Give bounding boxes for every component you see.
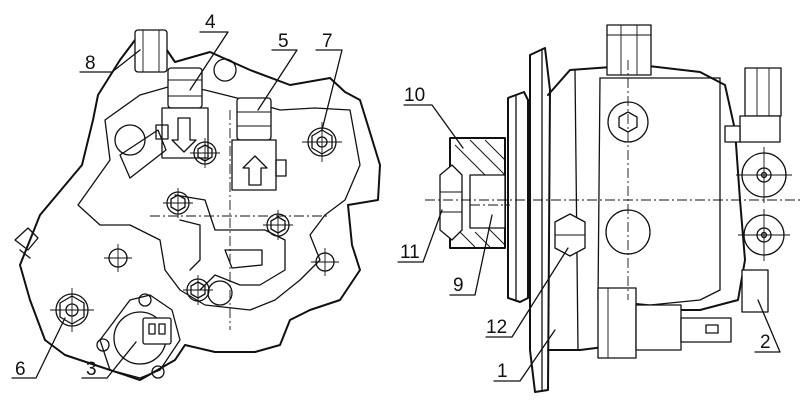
mount-hole-bottom — [207, 280, 233, 306]
mount-hole-top — [213, 58, 237, 82]
valve-4 — [155, 67, 209, 159]
mount-hole-left — [114, 124, 146, 156]
connector-8 — [134, 29, 168, 73]
callout-1: 1 — [497, 361, 508, 382]
side-fitting-upper — [724, 67, 782, 143]
callout-11: 11 — [400, 242, 420, 263]
callout-5: 5 — [278, 31, 289, 52]
callout-12: 12 — [486, 317, 507, 338]
side-fitting-middle — [736, 147, 792, 203]
leader-lines — [11, 31, 781, 382]
pump-side-view — [425, 24, 800, 393]
drive-hub-9 — [449, 137, 506, 249]
callout-3: 3 — [86, 359, 97, 380]
callout-7: 7 — [322, 31, 333, 52]
label-plate — [119, 129, 167, 179]
side-fitting-lower — [738, 209, 790, 261]
internal-passage — [174, 194, 286, 291]
bolt-12 — [554, 213, 586, 257]
valve-5 — [231, 97, 287, 191]
callout-6: 6 — [15, 359, 26, 380]
left-mounting-tab — [14, 227, 39, 259]
callout-10: 10 — [404, 85, 425, 106]
metering-unit-3 — [96, 293, 181, 379]
front-sleeve — [507, 91, 529, 303]
part-2 — [741, 269, 769, 313]
hub-nut-11 — [439, 164, 463, 241]
callout-8: 8 — [85, 53, 96, 74]
callout-2: 2 — [760, 332, 771, 353]
callout-9: 9 — [453, 275, 464, 296]
top-fitting — [606, 24, 652, 76]
callout-4: 4 — [205, 12, 216, 33]
bottom-connector — [597, 287, 732, 359]
bolt-group — [50, 122, 342, 332]
pump-front-view — [14, 29, 381, 381]
mounting-flange — [529, 47, 551, 393]
callout-labels: 8 4 5 7 6 3 10 11 9 12 1 2 — [15, 12, 771, 382]
